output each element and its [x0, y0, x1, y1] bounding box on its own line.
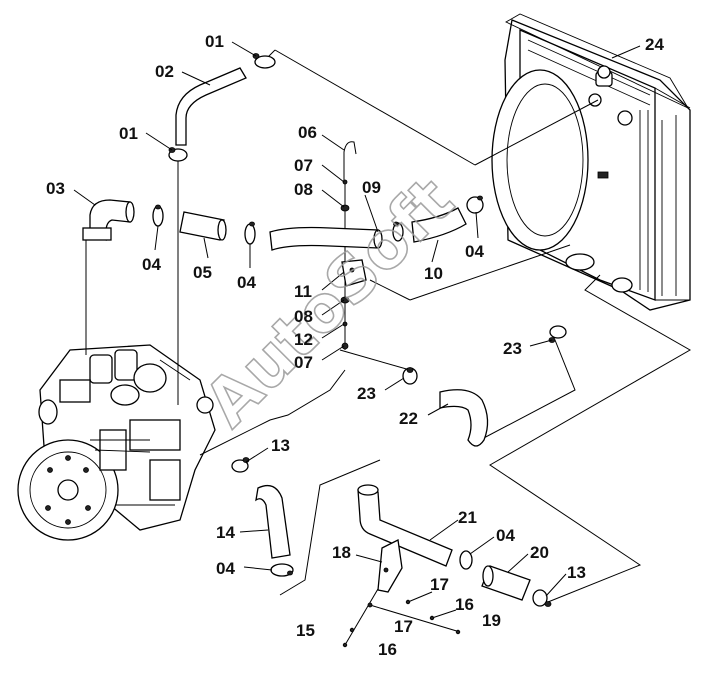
hose-10: [411, 207, 467, 243]
clamp-23-lower: [402, 367, 418, 385]
callout-labels: 01 02 01 03 04 05 04 06 07 08 09 10 04 1…: [46, 32, 664, 659]
callout-11: 11: [294, 282, 312, 301]
callout-12: 12: [294, 330, 313, 349]
clamp-04-right-bottom: [459, 550, 473, 570]
callout-04-bottom-left: 04: [216, 559, 235, 578]
clamp-13-left: [231, 457, 250, 473]
callout-04-upper-right: 04: [465, 242, 484, 261]
clamp-04-right: [392, 221, 404, 242]
hose-14: [255, 484, 291, 559]
callout-13-right: 13: [567, 563, 586, 582]
bracket-11: [341, 259, 367, 287]
watermark-text: AutoSoft: [191, 164, 468, 441]
callout-04-left: 04: [142, 255, 161, 274]
pipe-21: [357, 484, 453, 567]
clamp-04-left: [152, 204, 164, 227]
callout-07-top: 07: [294, 156, 313, 175]
fasteners: [342, 599, 461, 648]
callout-14: 14: [216, 523, 235, 542]
radiator-assembly: [491, 13, 691, 311]
callout-16-lower: 16: [378, 640, 397, 659]
callout-08-bottom: 08: [294, 307, 313, 326]
callout-05: 05: [193, 263, 212, 282]
callout-02: 02: [155, 62, 174, 81]
callout-23-lower: 23: [357, 384, 376, 403]
callout-09: 09: [362, 178, 381, 197]
callout-08-top: 08: [294, 180, 313, 199]
callout-07-bottom: 07: [294, 353, 313, 372]
hook-06: [343, 141, 357, 180]
hose-02: [175, 67, 247, 146]
bracket-18: [377, 539, 403, 593]
callout-17-upper: 17: [430, 575, 449, 594]
callout-24: 24: [645, 35, 664, 54]
clamp-04-upper-right: [466, 195, 484, 214]
callout-22: 22: [399, 409, 418, 428]
engine-block: [17, 344, 216, 541]
callout-06: 06: [298, 123, 317, 142]
callout-20: 20: [530, 543, 549, 562]
callout-01-top: 01: [205, 32, 224, 51]
hose-22: [439, 389, 489, 447]
callout-16-upper: 16: [455, 595, 474, 614]
callout-23-upper: 23: [503, 339, 522, 358]
clamp-23-upper: [548, 325, 567, 343]
callout-04-bottom-right: 04: [496, 526, 515, 545]
callout-19: 19: [482, 611, 501, 630]
clamp-04-mid: [244, 221, 256, 245]
callout-04-mid: 04: [237, 273, 256, 292]
callout-13-left: 13: [271, 436, 290, 455]
callout-10: 10: [424, 264, 443, 283]
callout-leaders: [73, 41, 641, 597]
clamp-04-bottom-left: [270, 563, 294, 577]
clamp-01-top: [252, 53, 276, 69]
callout-03: 03: [46, 179, 65, 198]
hose-05: [179, 211, 225, 241]
callout-15: 15: [296, 621, 315, 640]
routing-lines: [85, 49, 692, 646]
callout-18: 18: [332, 543, 351, 562]
callout-17-lower: 17: [394, 617, 413, 636]
callout-01-mid: 01: [119, 124, 138, 143]
clamp-13-right: [532, 589, 552, 607]
callout-21: 21: [458, 508, 477, 527]
